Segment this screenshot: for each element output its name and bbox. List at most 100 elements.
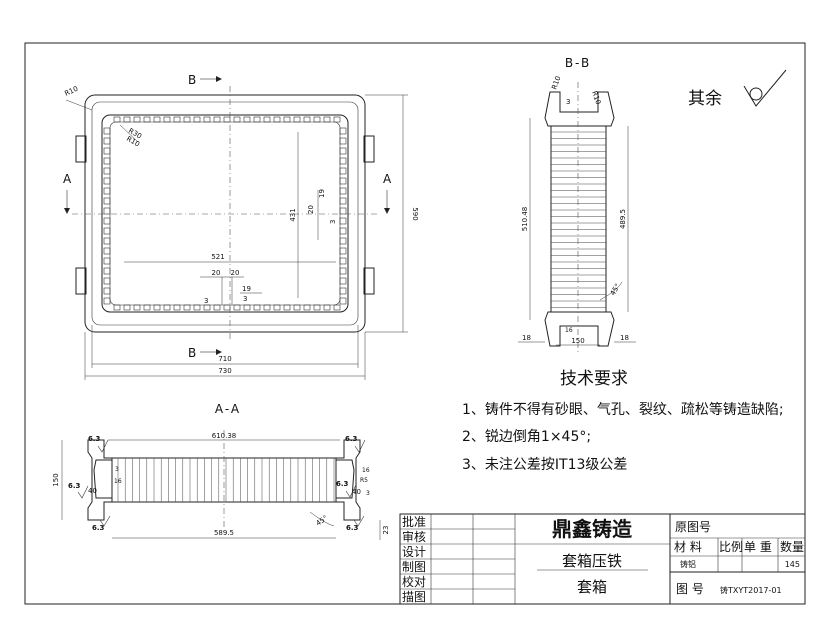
drawing-no-label: 图 号 — [676, 582, 704, 596]
weight-value: 145 — [785, 560, 800, 569]
top-r10a: R10 — [63, 85, 79, 98]
rib-tooth — [333, 304, 341, 311]
top-view — [72, 86, 378, 340]
rib-tooth — [339, 227, 347, 235]
rib-tooth — [323, 116, 331, 123]
top-d3c: 3 — [329, 220, 337, 224]
rib-tooth — [133, 116, 141, 123]
bb-d510: 510.48 — [521, 207, 529, 232]
rib-tooth — [103, 277, 111, 285]
rib-tooth — [339, 297, 347, 305]
rib-tooth — [103, 287, 111, 295]
requirement-item-1: 1、铸件不得有砂眼、气孔、裂纹、疏松等铸造缺陷; — [462, 401, 784, 418]
rib-tooth — [103, 127, 111, 135]
top-d3a: 3 — [243, 295, 247, 303]
rib-tooth — [339, 197, 347, 205]
rib-tooth — [183, 116, 191, 123]
rib-tooth — [339, 237, 347, 245]
aa-d3b: 3 — [366, 490, 370, 497]
orig-drawing-label: 原图号 — [675, 520, 711, 534]
svg-text:6.3: 6.3 — [92, 524, 105, 532]
bb-d3: 3 — [566, 98, 570, 106]
rib-tooth — [339, 217, 347, 225]
aa-d40b: 40 — [352, 488, 361, 496]
rib-tooth — [339, 287, 347, 295]
rib-tooth — [223, 304, 231, 311]
rib-tooth — [339, 137, 347, 145]
top-d730: 730 — [218, 367, 231, 375]
requirement-item-2: 2、锐边倒角1×45°; — [462, 429, 591, 445]
title-role-6: 描图 — [402, 590, 426, 604]
aa-d16a: 16 — [114, 478, 122, 485]
rib-tooth — [103, 187, 111, 195]
rib-tooth — [183, 304, 191, 311]
rib-tooth — [103, 157, 111, 165]
mark-b-bottom: B — [188, 346, 196, 360]
title-role-5: 校对 — [402, 574, 426, 589]
rib-tooth — [339, 167, 347, 175]
rib-tooth — [233, 304, 241, 311]
rib-tooth — [339, 267, 347, 275]
title-role-2: 审核 — [402, 529, 426, 544]
top-d20b: 20 — [231, 269, 240, 277]
aa-d610: 610.38 — [212, 432, 237, 440]
rib-tooth — [153, 116, 161, 123]
rib-tooth — [339, 147, 347, 155]
rib-tooth — [103, 227, 111, 235]
rib-tooth — [339, 207, 347, 215]
title-role-3: 设计 — [402, 545, 426, 559]
mark-b-top: B — [188, 73, 196, 87]
rib-tooth — [263, 304, 271, 311]
rib-tooth — [263, 116, 271, 123]
mark-a-right: A — [383, 172, 392, 186]
material-label: 材 料 — [674, 540, 702, 554]
rib-tooth — [273, 304, 281, 311]
section-bb-view — [544, 82, 615, 352]
rib-tooth — [173, 116, 181, 123]
rib-tooth — [339, 257, 347, 265]
rib-tooth — [339, 177, 347, 185]
ra-mark-mr: 6.3 — [336, 480, 357, 498]
rib-tooth — [103, 297, 111, 305]
rib-tooth — [253, 304, 261, 311]
svg-text:6.3: 6.3 — [88, 435, 101, 443]
rib-tooth — [103, 177, 111, 185]
rib-tooth — [313, 304, 321, 311]
top-d521: 521 — [211, 253, 224, 261]
top-d431: 431 — [289, 208, 297, 221]
top-d19a: 19 — [242, 285, 251, 293]
rib-tooth — [103, 267, 111, 275]
rib-tooth — [339, 247, 347, 255]
rib-tooth — [203, 304, 211, 311]
aa-d23: 23 — [382, 526, 390, 535]
aa-r5: R5 — [360, 477, 368, 484]
top-d3b: 3 — [204, 297, 208, 305]
rib-tooth — [293, 116, 301, 123]
rib-tooth — [323, 304, 331, 311]
bb-r10a: R10 — [550, 75, 562, 91]
section-aa-view — [87, 430, 361, 528]
bb-d18b: 18 — [620, 334, 629, 342]
top-d20a: 20 — [212, 269, 221, 277]
aa-d150: 150 — [52, 473, 60, 486]
bb-d150: 150 — [571, 337, 584, 345]
ra-mark-bl: 6.3 — [92, 515, 111, 532]
rib-tooth — [113, 304, 121, 311]
rib-tooth — [233, 116, 241, 123]
rib-tooth — [333, 116, 341, 123]
assembly-name: 套箱 — [577, 578, 607, 596]
ra-mark-ml: 6.3 — [68, 482, 89, 499]
rib-tooth — [223, 116, 231, 123]
title-role-4: 制图 — [402, 560, 426, 574]
company-name: 鼎鑫铸造 — [552, 517, 633, 541]
aa-d45: 45° — [315, 514, 330, 528]
rib-tooth — [103, 207, 111, 215]
rib-tooth — [213, 304, 221, 311]
rib-tooth — [113, 116, 121, 123]
aa-d40a: 40 — [88, 487, 97, 495]
aa-d3a: 3 — [115, 466, 119, 473]
top-d590: 590 — [411, 207, 419, 220]
rib-tooth — [293, 304, 301, 311]
rib-tooth — [339, 277, 347, 285]
bb-d489: 489.5 — [619, 209, 627, 229]
